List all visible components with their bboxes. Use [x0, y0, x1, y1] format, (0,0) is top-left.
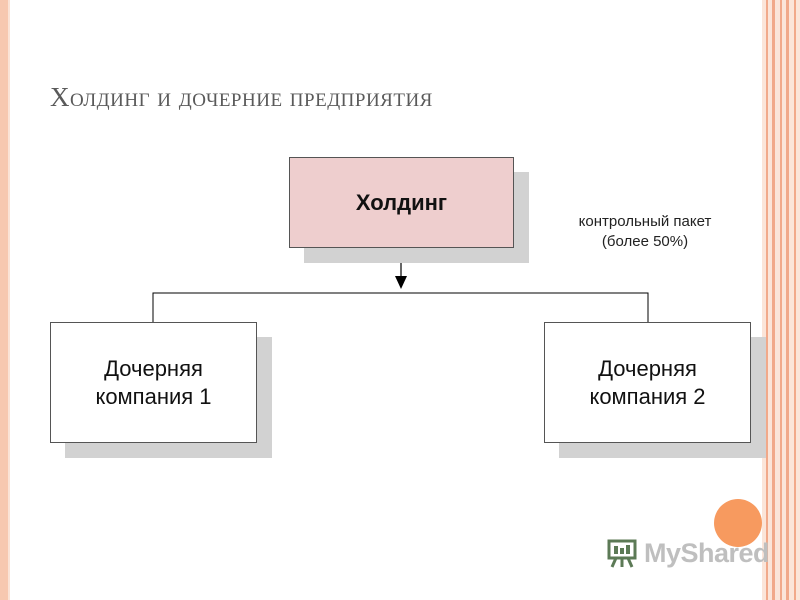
control-stake-note: контрольный пакет (более 50%) — [578, 213, 712, 250]
subsidiary-label-2: Дочерняя компания 2 — [589, 355, 706, 409]
holding-box: Холдинг — [289, 157, 514, 248]
left-decor-stripe — [0, 0, 8, 600]
myshared-logo: MyShared — [606, 537, 770, 569]
right-decor-line — [794, 0, 796, 600]
subsidiary-box-1: Дочерняя компания 1 — [50, 322, 257, 443]
right-decor-line — [780, 0, 782, 600]
holding-label: Холдинг — [355, 189, 448, 215]
right-decor-line — [786, 0, 789, 600]
left-decor-stripe-inner — [8, 0, 10, 600]
right-decor-line — [766, 0, 768, 600]
ownership-arrow-head — [395, 276, 407, 289]
orange-decor-circle — [714, 499, 762, 547]
branch-connector — [152, 292, 649, 322]
slide-title: Холдинг и дочерние предприятия — [50, 82, 433, 112]
subsidiary-box-2: Дочерняя компания 2 — [544, 322, 751, 443]
subsidiary-label-1: Дочерняя компания 1 — [95, 355, 212, 409]
logo-text: MyShared — [644, 537, 770, 568]
right-decor-line — [772, 0, 775, 600]
presentation-screen-icon — [607, 539, 637, 568]
